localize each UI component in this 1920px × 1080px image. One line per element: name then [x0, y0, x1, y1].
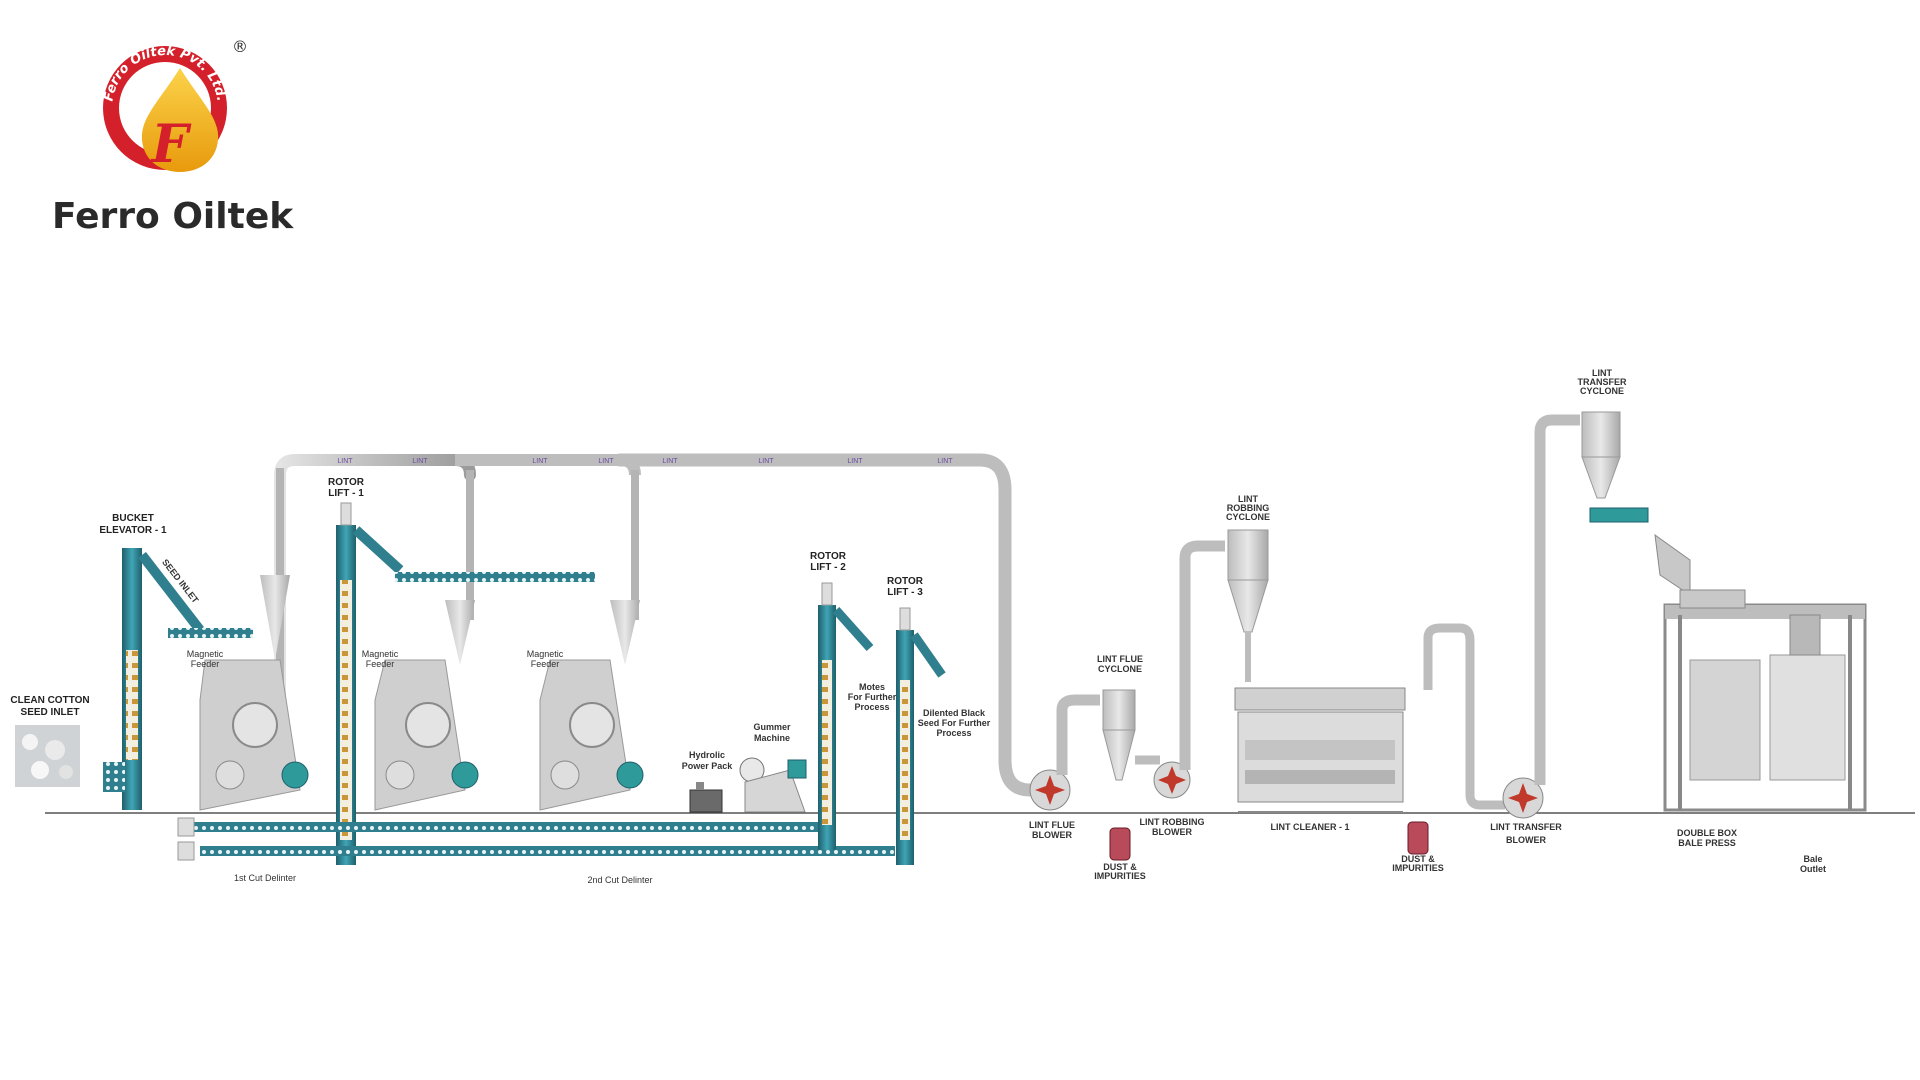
clean-cotton-label-1: CLEAN COTTON — [10, 695, 89, 706]
rotor-lift-2-label-a: ROTOR — [810, 551, 847, 562]
lint-transfer-blower-label-2: BLOWER — [1506, 835, 1546, 845]
bale-outlet-label-2: Outlet — [1800, 864, 1826, 874]
gummer-label-2: Machine — [754, 733, 790, 743]
motes-label-3: Process — [854, 702, 889, 712]
delinter-machine-3: Magnetic Feeder — [527, 600, 644, 811]
magnetic-feeder-label-1b: Feeder — [191, 659, 220, 669]
lint-flue-blower-label-1: LINT FLUE — [1029, 820, 1075, 830]
registered-mark: ® — [232, 37, 248, 56]
brand-name: Ferro Oiltek — [52, 196, 294, 237]
logo-flame — [141, 68, 219, 172]
rotor-lift-3: ROTOR LIFT - 3 Dilented Black Seed For F… — [887, 576, 991, 865]
lint-duct-label-5: LINT — [662, 458, 678, 465]
magnetic-feeder-label-1a: Magnetic — [187, 649, 224, 659]
rotor-lift-1: ROTOR LIFT - 1 — [328, 477, 595, 865]
gummer-machine: Gummer Machine — [739, 722, 807, 813]
lint-cleaner-label: LINT CLEANER - 1 — [1270, 822, 1349, 832]
lint-flue-cyclone-label-1: LINT FLUE — [1097, 654, 1143, 664]
gummer-label-1: Gummer — [753, 722, 791, 732]
magnetic-feeder-label-2b: Feeder — [366, 659, 395, 669]
lint-flue-blower: LINT FLUE BLOWER — [1029, 769, 1075, 840]
bale-outlet-label-1: Bale — [1803, 854, 1822, 864]
lint-duct-label-7: LINT — [847, 458, 863, 465]
bale-press-label-2: BALE PRESS — [1678, 838, 1736, 848]
rotor-lift-3-label-a: ROTOR — [887, 576, 924, 587]
delinted-seed-label-2: Seed For Further — [918, 718, 991, 728]
lint-duct-label-6: LINT — [758, 458, 774, 465]
lint-duct-label-2: LINT — [412, 458, 428, 465]
rotor-lift-3-label-b: LIFT - 3 — [887, 587, 923, 598]
logo-emblem-letter: F — [150, 114, 192, 175]
lint-transfer-cyclone-label-3: CYCLONE — [1580, 386, 1624, 396]
delinter-machine-2: Magnetic Feeder — [362, 600, 479, 811]
lint-duct-label-1: LINT — [337, 458, 353, 465]
lint-transfer-blower: LINT TRANSFER BLOWER — [1490, 777, 1562, 845]
second-cut-conveyor: 2nd Cut Delinter — [177, 841, 895, 885]
lint-transfer-cyclone: LINT TRANSFER CYCLONE — [1578, 368, 1691, 596]
delinted-seed-label-3: Process — [936, 728, 971, 738]
hydrolic-power-pack: Hydrolic Power Pack — [682, 750, 734, 813]
bucket-elevator-label-1: BUCKET — [112, 513, 154, 524]
motes-label-1: Motes — [859, 682, 885, 692]
lint-robbing-blower-label-1: LINT ROBBING — [1140, 817, 1205, 827]
rotor-lift-1-label-b: LIFT - 1 — [328, 488, 364, 499]
dust-label-2b: IMPURITIES — [1392, 863, 1444, 873]
hydrolic-label-2: Power Pack — [682, 761, 734, 771]
hydrolic-label-1: Hydrolic — [689, 750, 725, 760]
clean-cotton-label-2: SEED INLET — [21, 707, 80, 718]
lint-duct-label-4: LINT — [598, 458, 614, 465]
lint-robbing-blower: LINT ROBBING BLOWER — [1140, 761, 1205, 837]
lint-duct-label-8: LINT — [937, 458, 953, 465]
bale-outlet: Bale Outlet — [1800, 854, 1826, 874]
lint-flue-blower-label-2: BLOWER — [1032, 830, 1072, 840]
lint-transfer-cyclone-label-1: LINT — [1592, 368, 1612, 378]
clean-cotton-seed-inlet: CLEAN COTTON SEED INLET — [10, 695, 90, 787]
lint-duct-label-3: LINT — [532, 458, 548, 465]
lint-robbing-cyclone-label-1: LINT — [1238, 494, 1258, 504]
rotor-lift-2-label-b: LIFT - 2 — [810, 562, 846, 573]
bale-press-label-1: DOUBLE BOX — [1677, 828, 1737, 838]
rotor-lift-2: ROTOR LIFT - 2 Motes For Further Process — [810, 551, 897, 850]
lint-cleaner-1: LINT CLEANER - 1 — [1234, 687, 1406, 832]
lint-robbing-cyclone-label-2: ROBBING — [1227, 503, 1270, 513]
magnetic-feeder-label-3a: Magnetic — [527, 649, 564, 659]
bucket-elevator-1: SEED INLET BUCKET ELEVATOR - 1 — [99, 513, 204, 810]
lint-transfer-cyclone-label-2: TRANSFER — [1578, 377, 1627, 387]
lint-robbing-cyclone: LINT ROBBING CYCLONE — [1226, 494, 1270, 682]
lint-flue-cyclone-label-2: CYCLONE — [1098, 664, 1142, 674]
lint-duct: LINT LINT LINT LINT LINT LINT LINT LINT — [274, 453, 1057, 797]
dust-bin-2: DUST & IMPURITIES — [1392, 821, 1444, 873]
lint-flue-cyclone: LINT FLUE CYCLONE — [1097, 654, 1143, 781]
rotor-lift-1-label-a: ROTOR — [328, 477, 365, 488]
dust-label-1a: DUST & — [1103, 862, 1137, 872]
lint-robbing-cyclone-label-3: CYCLONE — [1226, 512, 1270, 522]
double-box-bale-press: DOUBLE BOX BALE PRESS — [1663, 589, 1867, 848]
dust-label-1b: IMPURITIES — [1094, 871, 1146, 881]
delinted-seed-label-1: Dilented Black — [923, 708, 986, 718]
magnetic-feeder-label-2a: Magnetic — [362, 649, 399, 659]
motes-label-2: For Further — [848, 692, 897, 702]
delinter-machine-1: Magnetic Feeder — [168, 575, 309, 811]
magnetic-feeder-label-3b: Feeder — [531, 659, 560, 669]
first-cut-delinter-label: 1st Cut Delinter — [234, 873, 296, 883]
lint-robbing-blower-label-2: BLOWER — [1152, 827, 1192, 837]
lint-transfer-blower-label-1: LINT TRANSFER — [1490, 822, 1562, 832]
first-cut-conveyor: 1st Cut Delinter — [177, 817, 820, 883]
dust-bin-1: DUST & IMPURITIES — [1094, 827, 1146, 881]
bucket-elevator-label-2: ELEVATOR - 1 — [99, 525, 167, 536]
company-logo: Ferro Oiltek Pvt. Ltd. F ® Ferro Oiltek — [52, 37, 294, 237]
second-cut-delinter-label: 2nd Cut Delinter — [587, 875, 652, 885]
dust-label-2a: DUST & — [1401, 854, 1435, 864]
